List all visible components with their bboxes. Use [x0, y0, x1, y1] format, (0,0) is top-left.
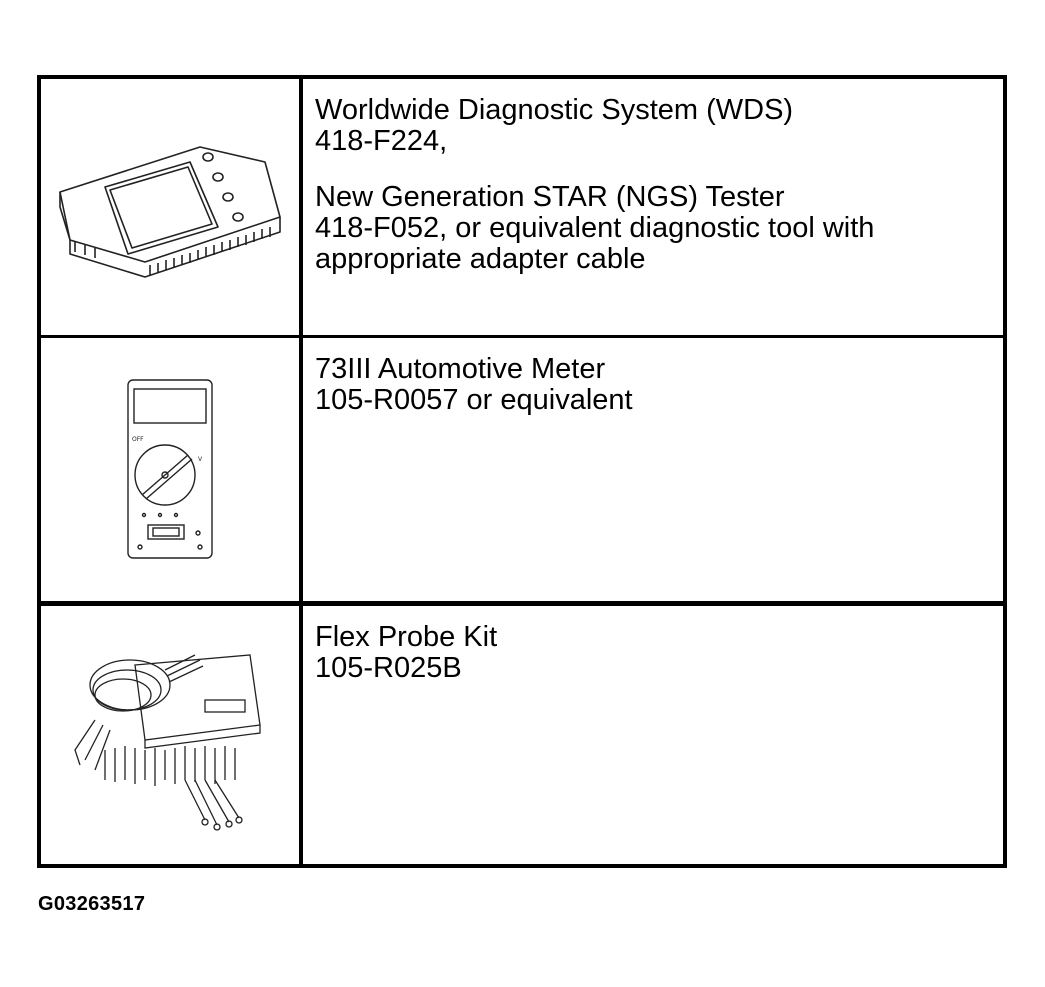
tool-description: Worldwide Diagnostic System (WDS) 418-F2…	[303, 79, 1003, 335]
tool-image-cell: OFF V	[41, 338, 303, 601]
tool-image-cell	[41, 606, 303, 864]
tool-description: 73III Automotive Meter 105-R0057 or equi…	[303, 338, 1003, 601]
tool-note-ngs: appropriate adapter cable	[315, 243, 646, 275]
tool-row-wds: Worldwide Diagnostic System (WDS) 418-F2…	[41, 79, 1003, 338]
tool-name-ngs: New Generation STAR (NGS) Tester	[315, 181, 785, 213]
tool-number-ngs: 418-F052, or equivalent diagnostic tool …	[315, 212, 875, 244]
multimeter-icon: OFF V	[120, 375, 220, 565]
tool-number-probe-kit: 105-R025B	[315, 652, 462, 684]
probe-kit-icon	[65, 630, 275, 840]
diagnostic-tester-icon	[50, 132, 290, 282]
tool-row-meter: OFF V 73III Automotive Meter 105-R0057 o…	[41, 338, 1003, 606]
line-gap	[315, 157, 991, 182]
tool-name-probe-kit: Flex Probe Kit	[315, 621, 498, 653]
svg-text:OFF: OFF	[132, 436, 144, 443]
special-tools-table: Worldwide Diagnostic System (WDS) 418-F2…	[37, 75, 1007, 868]
svg-text:V: V	[198, 456, 203, 463]
figure-id: G03263517	[38, 893, 146, 915]
tool-row-probe-kit: Flex Probe Kit 105-R025B	[41, 606, 1003, 864]
tool-description: Flex Probe Kit 105-R025B	[303, 606, 1003, 864]
tool-name-wds: Worldwide Diagnostic System (WDS)	[315, 94, 794, 126]
tool-image-cell	[41, 79, 303, 335]
tool-name-meter: 73III Automotive Meter	[315, 353, 606, 385]
tool-number-meter: 105-R0057 or equivalent	[315, 384, 633, 416]
tool-number-wds: 418-F224,	[315, 125, 448, 157]
